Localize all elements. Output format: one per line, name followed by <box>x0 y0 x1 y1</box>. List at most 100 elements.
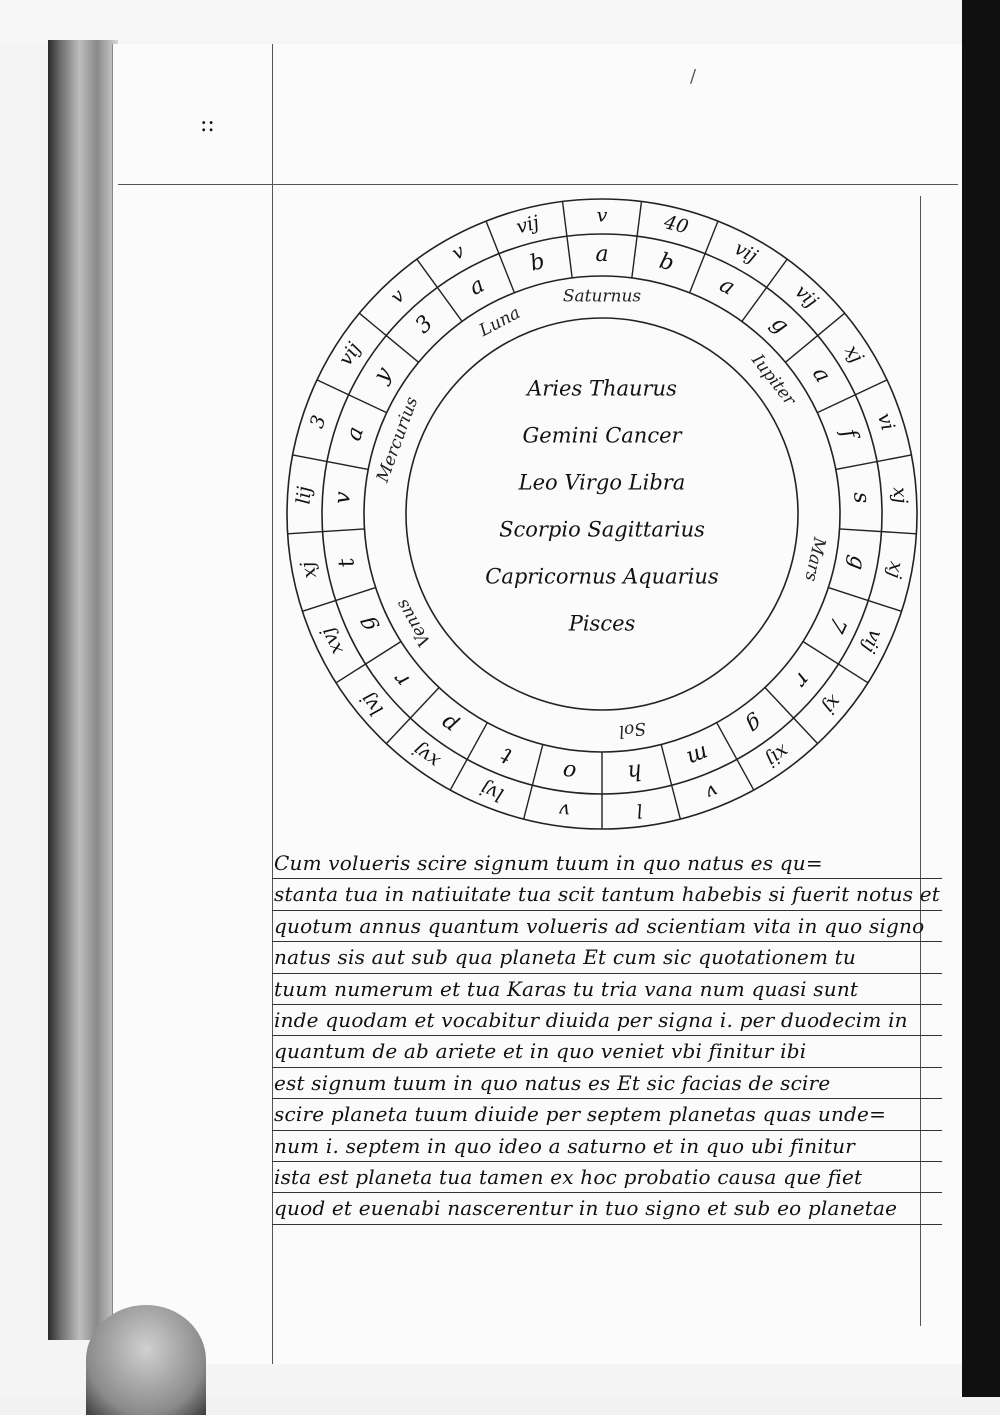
middle-ring-sign: r <box>788 667 815 692</box>
zodiac-center-line: Capricornus Aquarius <box>485 565 719 589</box>
wheel-divider <box>817 379 888 414</box>
outer-ring-label: vij <box>791 281 823 313</box>
middle-ring-sign: v <box>330 490 356 505</box>
scan-dark-background <box>962 0 1000 1397</box>
wheel-divider <box>828 586 902 613</box>
wheel-divider <box>385 687 440 745</box>
manuscript-text-block: Cum volueris scire signum tuum in quo na… <box>272 848 942 1225</box>
middle-ring-sign: y <box>368 363 397 388</box>
manuscript-page <box>112 44 965 1364</box>
outer-ring-label: vi <box>873 410 899 433</box>
outer-ring-label: v <box>703 779 721 804</box>
text-line: Cum volueris scire signum tuum in quo na… <box>272 848 942 880</box>
wheel-divider <box>522 744 544 820</box>
middle-ring-sign: g <box>766 311 793 339</box>
outer-ring-label: xj <box>296 560 321 581</box>
wheel-divider <box>287 528 365 535</box>
outer-ring-label: 40 <box>661 211 691 239</box>
outer-ring-label: xj <box>840 341 868 367</box>
text-line: quantum de ab ariete et in quo veniet vb… <box>272 1036 942 1068</box>
text-line: natus sis aut sub qua planeta Et cum sic… <box>272 942 942 974</box>
middle-ring-sign: m <box>683 740 712 771</box>
holding-thumb <box>86 1305 206 1415</box>
outer-ring-label: vij <box>514 211 542 238</box>
page-marks: :: <box>200 112 215 137</box>
scan-top-margin <box>0 0 1000 42</box>
outer-ring-label: xj <box>818 691 846 718</box>
middle-ring-sign: a <box>807 363 835 387</box>
middle-ring-sign: 3 <box>411 311 438 339</box>
outer-ring-label: l <box>635 799 644 822</box>
middle-ring-sign: a <box>715 272 739 300</box>
wheel-divider <box>839 528 917 535</box>
zodiac-center-line: Pisces <box>568 612 636 636</box>
outer-ring-label: v <box>448 240 468 265</box>
middle-ring-sign: a <box>465 272 489 300</box>
middle-ring-sign: a <box>595 242 608 267</box>
wheel-divider <box>741 258 788 322</box>
wheel-divider <box>784 312 846 363</box>
text-line: est signum tuum in quo natus es Et sic f… <box>272 1068 942 1100</box>
middle-ring-sign: g <box>741 710 767 739</box>
wheel-divider <box>802 640 869 684</box>
ruling-vertical-right <box>920 196 922 1326</box>
text-line: stanta tua in natiuitate tua scit tantum… <box>272 879 942 911</box>
wheel-divider <box>716 722 755 791</box>
wheel-ring-3 <box>405 317 799 711</box>
outer-ring-label: v <box>386 285 409 309</box>
wheel-divider <box>335 640 402 684</box>
wheel-divider <box>302 586 376 613</box>
outer-ring-label: xj <box>883 560 908 581</box>
middle-ring-sign: h <box>626 758 643 785</box>
wheel-divider <box>631 201 643 278</box>
wheel-divider <box>485 220 516 293</box>
planet-label: Sol <box>617 718 647 742</box>
middle-ring-sign: p <box>436 710 462 739</box>
outer-ring-label: vij <box>335 338 366 369</box>
ruling-horizontal-top <box>118 184 958 186</box>
wheel-divider <box>688 220 719 293</box>
wheel-divider <box>764 687 819 745</box>
middle-ring-sign: f <box>835 424 863 445</box>
middle-ring-sign: s <box>848 491 874 504</box>
outer-ring-label: vij <box>857 626 887 656</box>
zodiac-center-line: Scorpio Sagittarius <box>499 518 705 542</box>
wheel-divider <box>358 312 420 363</box>
outer-ring-label: vij <box>731 237 762 267</box>
outer-ring-label: xj <box>888 486 911 504</box>
middle-ring-sign: t <box>334 556 360 570</box>
planet-label: Iupiter <box>747 350 800 410</box>
middle-ring-sign: 7 <box>823 613 852 636</box>
middle-ring-sign: g <box>843 553 870 572</box>
planet-label: Venus <box>392 595 435 650</box>
wheel-divider <box>835 454 912 471</box>
middle-ring-sign: b <box>657 249 677 277</box>
wheel-divider <box>292 454 369 471</box>
outer-ring-label: v <box>558 799 572 822</box>
planet-label: Mars <box>800 534 829 583</box>
outer-ring-label: lvj <box>477 777 506 806</box>
text-line: ista est planeta tua tamen ex hoc probat… <box>272 1162 942 1194</box>
outer-ring-label: xvj <box>316 624 348 658</box>
middle-ring-sign: r <box>388 666 415 691</box>
wheel-divider <box>449 722 488 791</box>
text-line: scire planeta tuum diuide per septem pla… <box>272 1099 942 1131</box>
text-line: tuum numerum et tua Karas tu tria vana n… <box>272 974 942 1005</box>
text-line: num i. septem in quo ideo a saturno et i… <box>272 1131 942 1162</box>
text-line: inde quodam et vocabitur diuida per sign… <box>272 1005 942 1037</box>
outer-ring-label: 3 <box>306 413 331 431</box>
outer-ring-label: lij <box>293 485 316 504</box>
wheel-divider <box>660 744 682 820</box>
text-line: quotum annus quantum volueris ad scienti… <box>272 911 942 943</box>
wheel-ring-2 <box>363 275 841 753</box>
wheel-divider <box>416 258 463 322</box>
middle-ring-sign: o <box>561 758 577 784</box>
middle-ring-sign: b <box>528 249 548 277</box>
zodiac-center-line: Gemini Cancer <box>522 424 683 448</box>
planet-label: Mercurius <box>373 394 423 486</box>
middle-ring-sign: g <box>353 613 382 636</box>
outer-ring-label: v <box>597 205 608 227</box>
zodiac-center-line: Aries Thaurus <box>525 377 677 401</box>
